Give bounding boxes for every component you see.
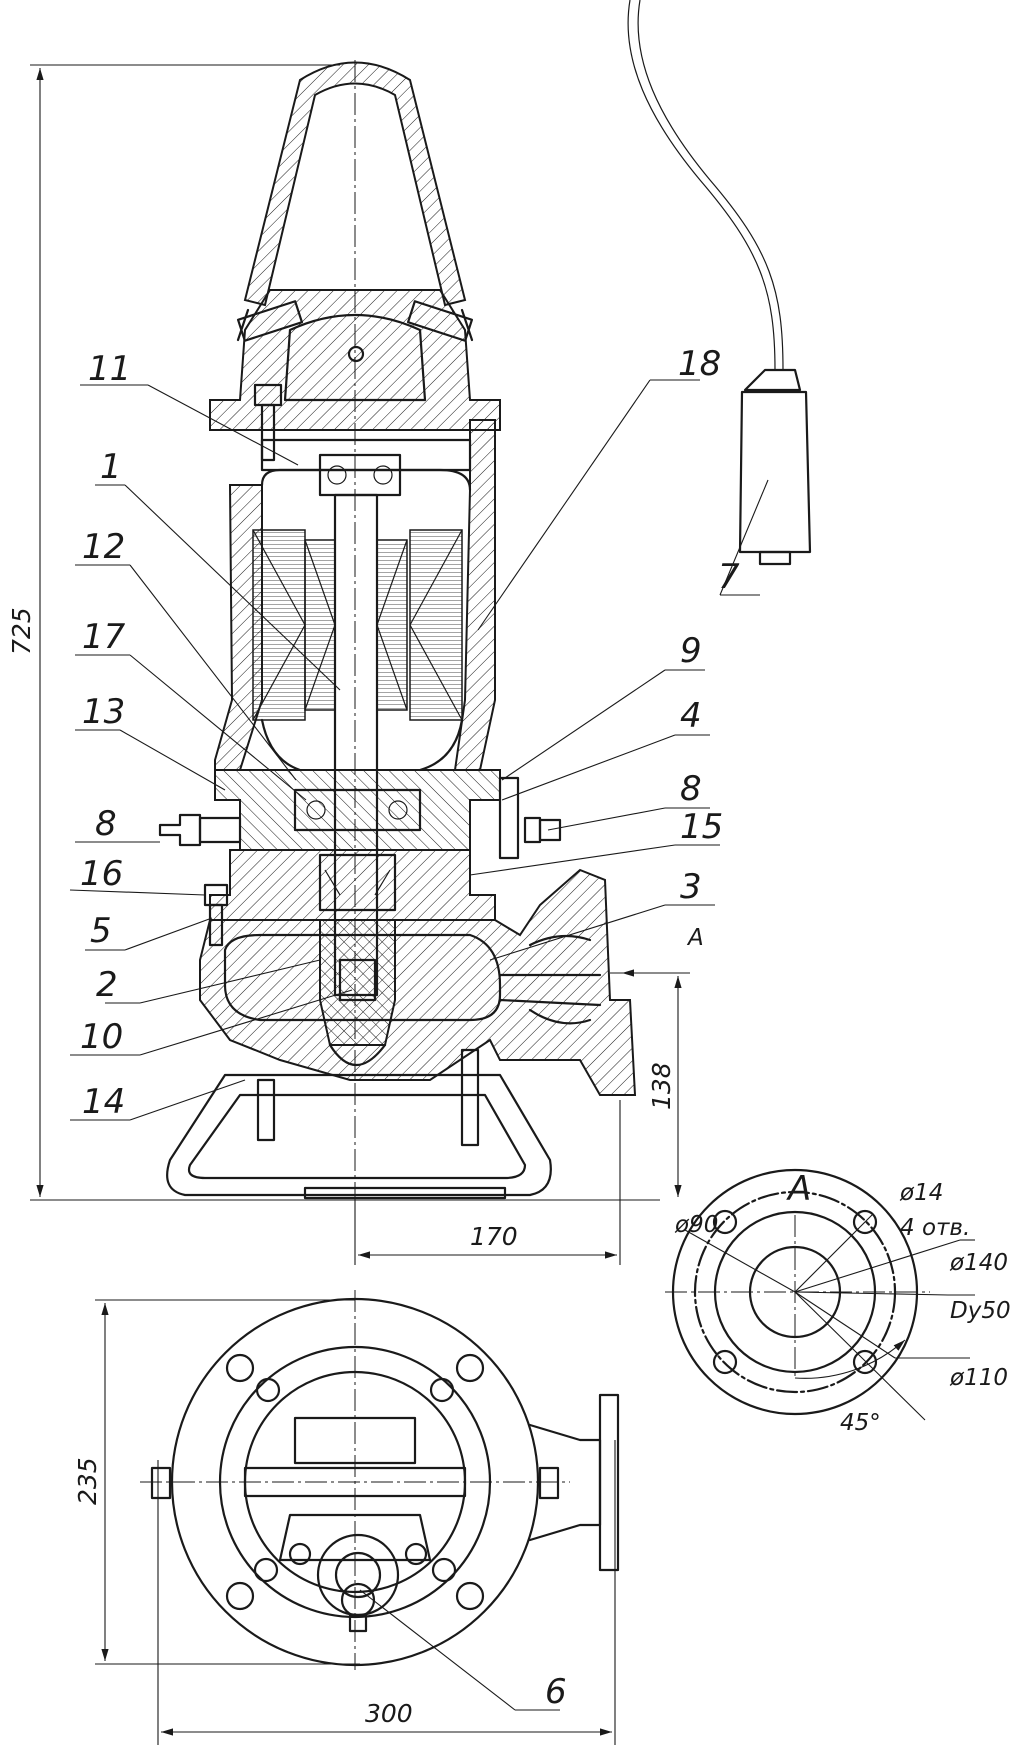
view-a-d140: ø140 (949, 1250, 1008, 1276)
view-a-angle: 45° (840, 1410, 881, 1436)
label-8-left: 8 (95, 804, 117, 844)
view-a-title: A (786, 1169, 811, 1209)
view-a-d110: ø110 (949, 1365, 1008, 1391)
label-2: 2 (96, 965, 118, 1005)
view-a-d14: ø14 (899, 1180, 943, 1206)
view-a-dy50: Dy50 (950, 1298, 1011, 1324)
flange-outer (671, 1168, 919, 1416)
label-7: 7 (718, 557, 740, 597)
impeller (319, 919, 396, 1046)
label-11: 11 (88, 349, 131, 389)
dim-725: 725 (7, 607, 36, 655)
view-a-flange: A ø90 ø14 4 отв. ø140 Dy50 ø110 45° (665, 1168, 1011, 1436)
flange-hole (852, 1349, 878, 1375)
power-cable (627, 0, 776, 371)
flange-hole (712, 1349, 738, 1375)
pump-section-view (158, 0, 812, 1260)
volute-casing (199, 868, 637, 1096)
rotor (304, 539, 336, 711)
label-16: 16 (80, 854, 123, 894)
view-a-d90: ø90 (674, 1212, 718, 1238)
label-8-right: 8 (680, 769, 702, 809)
upper-bearing (318, 453, 402, 497)
label-18: 18 (678, 344, 721, 384)
label-6: 6 (545, 1672, 567, 1712)
flange-hole (852, 1209, 878, 1235)
arrow-label-a: A (686, 925, 704, 951)
label-4: 4 (680, 696, 702, 736)
part-labels: 11 18 1 12 17 13 8 16 5 2 10 14 9 4 8 15… (80, 344, 740, 1712)
leader-lines (69, 379, 769, 1711)
dim-170: 170 (470, 1222, 518, 1251)
float-switch (738, 368, 812, 566)
lower-bearing (293, 788, 422, 832)
dim-300: 300 (365, 1699, 413, 1728)
dim-138: 138 (647, 1062, 676, 1110)
pump-plan-view (140, 1290, 620, 1670)
dimension-lines: 725 138 170 235 300 (7, 64, 690, 1745)
view-a-holes: 4 отв. (900, 1215, 970, 1241)
label-5: 5 (90, 911, 112, 951)
label-15: 15 (680, 807, 723, 847)
label-14: 14 (82, 1082, 125, 1122)
base-stand (166, 1073, 552, 1197)
label-10: 10 (80, 1017, 123, 1057)
label-9: 9 (680, 631, 702, 671)
label-13: 13 (82, 692, 125, 732)
bearing-shield (214, 769, 501, 851)
label-1: 1 (100, 447, 122, 487)
flange-hole (712, 1209, 738, 1235)
label-17: 17 (82, 617, 126, 657)
label-3: 3 (680, 867, 702, 907)
dim-235: 235 (73, 1457, 102, 1505)
label-12: 12 (82, 527, 125, 567)
stator-winding-left (252, 529, 306, 721)
